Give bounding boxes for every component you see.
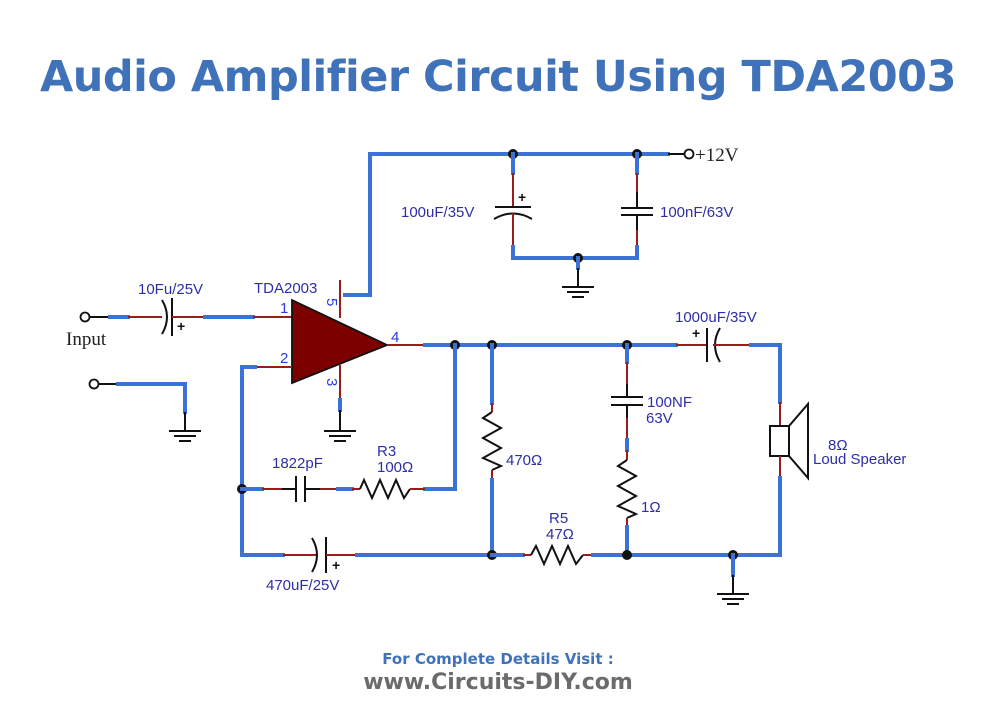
ground-icon (562, 286, 594, 298)
ground-icon (717, 593, 749, 605)
zobel-network: 100NF 63V 1Ω (611, 343, 692, 560)
input-label: Input (66, 329, 107, 350)
resistor-value: 1Ω (641, 499, 661, 516)
resistor-value: 470Ω (506, 452, 542, 469)
footer-caption: For Complete Details Visit : (382, 650, 614, 668)
capacitor-label-line1: 100NF (647, 394, 692, 411)
feedback-network: 1822pF R3 100Ω + 470uF/25V (237, 365, 494, 594)
pin-5-label: 5 (323, 298, 340, 306)
pin-1-label: 1 (280, 300, 288, 317)
capacitor-label-line2: 63V (646, 410, 673, 427)
ic-name: TDA2003 (254, 280, 317, 297)
capacitor-label: 1000uF/35V (675, 309, 757, 326)
diagram-title: Audio Amplifier Circuit Using TDA2003 (39, 52, 957, 102)
capacitor-label: 10Fu/25V (138, 281, 203, 298)
loudspeaker: 8Ω Loud Speaker (769, 401, 906, 557)
pin-3-label: 3 (323, 378, 340, 386)
speaker-icon (769, 425, 790, 457)
pin-2-label: 2 (280, 350, 288, 367)
output-net (423, 340, 678, 491)
polarity-plus-icon: + (692, 325, 700, 341)
polarity-plus-icon: + (332, 557, 340, 573)
speaker-label: Loud Speaker (813, 451, 906, 468)
resistor-name: R3 (377, 443, 396, 460)
input-ground-terminal (88, 378, 100, 390)
resistor-value: 100Ω (377, 459, 413, 476)
polarity-plus-icon: + (518, 189, 526, 205)
footer-website: www.Circuits-DIY.com (363, 670, 633, 695)
capacitor-label: 100uF/35V (401, 204, 474, 221)
ground-icon (324, 430, 356, 442)
capacitor-1000uF: + 1000uF/35V (675, 309, 782, 404)
junction-dot (622, 550, 632, 560)
supply-ground-net (511, 245, 639, 298)
supply-label: +12V (695, 145, 739, 166)
resistor-470: 470Ω (480, 343, 542, 560)
capacitor-label: 1822pF (272, 455, 323, 472)
tda2003-ic: TDA2003 1 2 3 4 5 (254, 280, 425, 442)
capacitor-100nF: 100nF/63V (621, 152, 733, 247)
resistor-name: R5 (549, 510, 568, 527)
capacitor-label: 100nF/63V (660, 204, 733, 221)
input-section: + 10Fu/25V Input (66, 281, 292, 442)
capacitor-label: 470uF/25V (266, 577, 339, 594)
supply-terminal (683, 148, 695, 160)
capacitor-100uF: + 100uF/35V (401, 152, 533, 247)
output-ground (717, 550, 749, 605)
amplifier-triangle-icon (291, 298, 390, 385)
resistor-value: 47Ω (546, 526, 574, 543)
ground-icon (169, 430, 201, 442)
input-terminal (79, 311, 91, 323)
pin-4-label: 4 (391, 329, 399, 346)
polarity-plus-icon: + (177, 318, 185, 334)
speaker-impedance: 8Ω (828, 437, 848, 454)
